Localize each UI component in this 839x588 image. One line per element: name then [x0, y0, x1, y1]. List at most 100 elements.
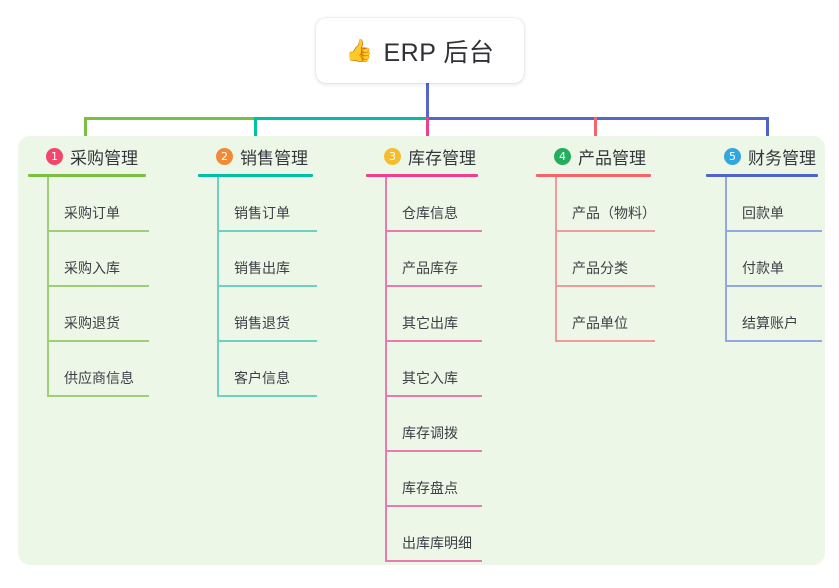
leaf-item[interactable]: 供应商信息 — [28, 342, 149, 397]
leaf-item[interactable]: 产品单位 — [536, 287, 655, 342]
diagram-panel — [18, 136, 825, 565]
leaf-item-rule — [385, 395, 482, 397]
column-rule-5 — [706, 174, 818, 177]
leaf-item-rule — [725, 340, 822, 342]
branch-spine-4 — [555, 177, 557, 342]
leaf-item-label: 采购入库 — [64, 260, 120, 276]
root-stem-line — [426, 83, 429, 120]
leaf-item-label: 供应商信息 — [64, 370, 134, 386]
leaf-item-rule — [47, 340, 149, 342]
leaf-item[interactable]: 库存调拨 — [366, 397, 482, 452]
leaf-item-rule — [47, 230, 149, 232]
leaf-item-label: 产品库存 — [402, 260, 458, 276]
leaf-item[interactable]: 销售出库 — [198, 232, 317, 287]
leaf-item-label: 付款单 — [742, 260, 784, 276]
leaf-item-label: 仓库信息 — [402, 205, 458, 221]
leaf-item-rule — [385, 505, 482, 507]
leaf-item-label: 产品单位 — [572, 315, 628, 331]
leaf-item[interactable]: 其它出库 — [366, 287, 482, 342]
column-rule-1 — [28, 174, 146, 177]
leaf-item-rule — [217, 285, 317, 287]
leaf-item[interactable]: 采购订单 — [28, 177, 149, 232]
leaf-item-label: 采购退货 — [64, 315, 120, 331]
column-title-3: 库存管理 — [408, 148, 476, 168]
leaf-item-label: 销售订单 — [234, 205, 290, 221]
leaf-item[interactable]: 回款单 — [706, 177, 822, 232]
leaf-item-rule — [385, 560, 482, 562]
leaf-item-rule — [555, 340, 655, 342]
drop-line-2 — [254, 117, 257, 143]
column-3: 3 库存管理仓库信息产品库存其它出库其它入库库存调拨库存盘点出库库明细 — [366, 144, 482, 562]
leaf-item-rule — [555, 230, 655, 232]
branch-spine-3 — [385, 177, 387, 562]
column-2: 2 销售管理销售订单销售出库销售退货客户信息 — [198, 144, 317, 397]
root-node-title: 👍 ERP 后台 — [346, 33, 495, 69]
column-header-5[interactable]: 5 财务管理 — [706, 144, 818, 168]
leaf-item[interactable]: 其它入库 — [366, 342, 482, 397]
leaf-item-label: 结算账户 — [742, 315, 798, 331]
branch-spine-5 — [725, 177, 727, 342]
column-header-2[interactable]: 2 销售管理 — [198, 144, 313, 168]
leaf-item[interactable]: 销售订单 — [198, 177, 317, 232]
leaf-item[interactable]: 付款单 — [706, 232, 822, 287]
leaf-item-rule — [385, 450, 482, 452]
column-badge-4: 4 — [554, 147, 571, 165]
column-branch-1: 采购订单采购入库采购退货供应商信息 — [28, 177, 149, 397]
column-title-4: 产品管理 — [578, 148, 646, 168]
leaf-item-rule — [555, 285, 655, 287]
leaf-item[interactable]: 产品（物料） — [536, 177, 656, 232]
leaf-item-rule — [385, 340, 482, 342]
leaf-item[interactable]: 采购退货 — [28, 287, 149, 342]
column-title-1: 采购管理 — [70, 148, 138, 168]
drop-line-4 — [594, 117, 597, 143]
leaf-item[interactable]: 产品库存 — [366, 232, 482, 287]
leaf-item[interactable]: 库存盘点 — [366, 452, 482, 507]
column-title-5: 财务管理 — [748, 148, 816, 168]
leaf-item-label: 库存调拨 — [402, 425, 458, 441]
leaf-item-rule — [385, 285, 482, 287]
leaf-item[interactable]: 结算账户 — [706, 287, 822, 342]
column-badge-2: 2 — [216, 147, 233, 165]
leaf-item-label: 其它出库 — [402, 315, 458, 331]
column-branch-3: 仓库信息产品库存其它出库其它入库库存调拨库存盘点出库库明细 — [366, 177, 482, 562]
bus-segment-right — [426, 117, 769, 120]
branch-spine-1 — [47, 177, 49, 397]
leaf-item-label: 客户信息 — [234, 370, 290, 386]
column-rule-3 — [366, 174, 478, 177]
thumbs-up-icon: 👍 — [345, 37, 374, 63]
leaf-item[interactable]: 客户信息 — [198, 342, 317, 397]
column-title-2: 销售管理 — [240, 148, 308, 168]
leaf-item-rule — [217, 230, 317, 232]
leaf-item-label: 销售出库 — [234, 260, 290, 276]
bus-segment-mid — [254, 117, 428, 120]
leaf-item-label: 产品（物料） — [572, 205, 656, 221]
column-5: 5 财务管理回款单付款单结算账户 — [706, 144, 822, 342]
leaf-item-label: 库存盘点 — [402, 480, 458, 496]
leaf-item[interactable]: 销售退货 — [198, 287, 317, 342]
leaf-item[interactable]: 出库库明细 — [366, 507, 482, 562]
drop-line-3 — [426, 117, 429, 143]
drop-line-5 — [766, 117, 769, 143]
column-badge-3: 3 — [384, 147, 401, 165]
column-badge-5: 5 — [724, 147, 741, 165]
leaf-item-rule — [725, 285, 822, 287]
leaf-item-rule — [725, 230, 822, 232]
column-header-4[interactable]: 4 产品管理 — [536, 144, 651, 168]
leaf-item-rule — [47, 395, 149, 397]
drop-line-1 — [84, 117, 87, 143]
column-header-3[interactable]: 3 库存管理 — [366, 144, 478, 168]
leaf-item-label: 销售退货 — [234, 315, 290, 331]
leaf-item[interactable]: 产品分类 — [536, 232, 655, 287]
root-node[interactable]: 👍 ERP 后台 — [316, 18, 524, 83]
bus-segment-left — [84, 117, 256, 120]
leaf-item[interactable]: 采购入库 — [28, 232, 149, 287]
column-4: 4 产品管理产品（物料） 产品分类产品单位 — [536, 144, 656, 342]
leaf-item[interactable]: 仓库信息 — [366, 177, 482, 232]
leaf-item-label: 回款单 — [742, 205, 784, 221]
leaf-item-rule — [217, 395, 317, 397]
column-branch-2: 销售订单销售出库销售退货客户信息 — [198, 177, 317, 397]
column-branch-4: 产品（物料） 产品分类产品单位 — [536, 177, 656, 342]
leaf-item-rule — [385, 230, 482, 232]
